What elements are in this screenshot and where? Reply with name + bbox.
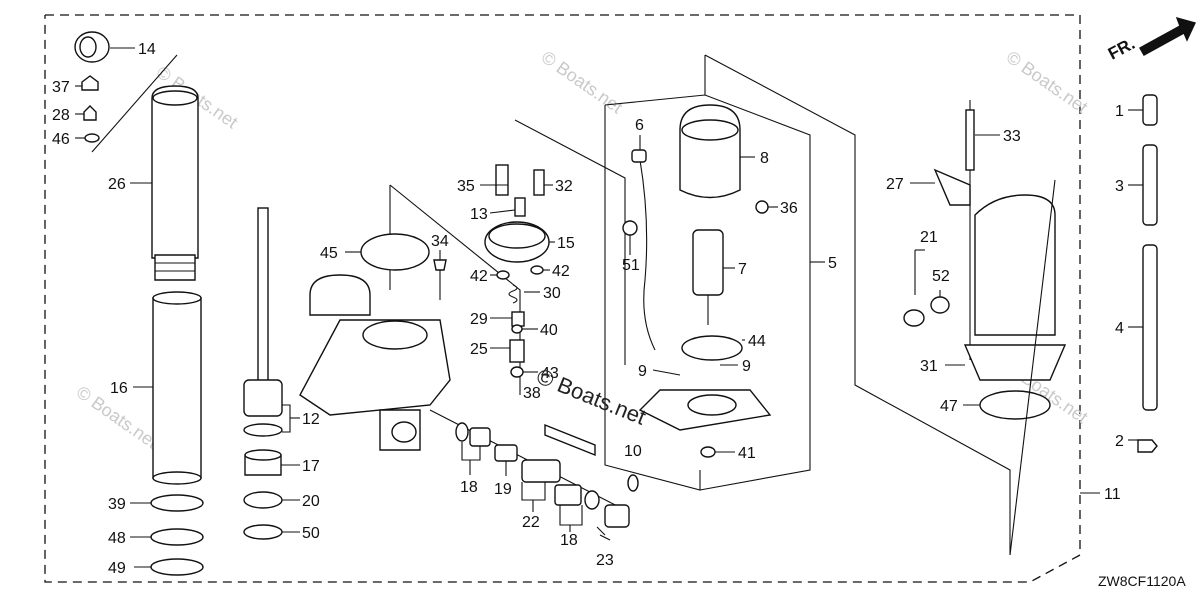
callout-42a: 42	[470, 268, 488, 285]
callout-16: 16	[110, 380, 128, 397]
callout-41: 41	[738, 445, 756, 462]
assembly-boundary	[44, 14, 1081, 583]
valve-parts-group	[429, 409, 639, 528]
callout-9a: 9	[638, 363, 647, 380]
callout-50: 50	[302, 525, 320, 542]
callout-43: 43	[541, 365, 559, 382]
callout-9b: 9	[742, 358, 751, 375]
ram-cylinder-group	[74, 31, 204, 576]
callout-19: 19	[494, 481, 512, 498]
callout-47: 47	[940, 398, 958, 415]
callout-18a: 18	[460, 479, 478, 496]
callout-3: 3	[1115, 178, 1124, 195]
callout-36: 36	[780, 200, 798, 217]
callout-6: 6	[635, 117, 644, 134]
callout-26: 26	[108, 176, 126, 193]
callout-11: 11	[1104, 486, 1121, 503]
callout-42b: 42	[552, 263, 570, 280]
callout-22: 22	[522, 514, 540, 531]
reservoir-group	[903, 100, 1067, 556]
callout-20: 20	[302, 493, 320, 510]
callout-33: 33	[1003, 128, 1021, 145]
callout-21: 21	[920, 229, 938, 246]
callout-5: 5	[828, 255, 837, 272]
callout-35: 35	[457, 178, 475, 195]
callout-10: 10	[624, 443, 642, 460]
diagram-code: ZW8CF1120A	[1098, 573, 1186, 589]
callout-28: 28	[52, 107, 70, 124]
callout-8: 8	[760, 150, 769, 167]
front-direction-arrow: FR.	[1105, 16, 1196, 64]
callout-52: 52	[932, 268, 950, 285]
callout-37: 37	[52, 79, 70, 96]
callout-7: 7	[738, 261, 747, 278]
callout-25: 25	[470, 341, 488, 358]
callout-14: 14	[138, 41, 156, 58]
valve-block-group	[484, 119, 626, 378]
motor-group	[604, 54, 1011, 555]
right-parts-group	[1137, 94, 1158, 453]
callout-49: 49	[108, 560, 126, 577]
callout-38: 38	[523, 385, 541, 402]
leader-lines	[75, 47, 1143, 568]
callout-27: 27	[886, 176, 904, 193]
pump-body-group	[299, 184, 521, 451]
callout-48: 48	[108, 530, 126, 547]
piston-rod-group	[243, 207, 283, 540]
callout-40: 40	[540, 322, 558, 339]
watermark: © Boats.net	[1003, 47, 1092, 117]
callout-44: 44	[748, 333, 766, 350]
callout-31: 31	[920, 358, 938, 375]
callout-39: 39	[108, 496, 126, 513]
callout-4: 4	[1115, 320, 1124, 337]
callout-18b: 18	[560, 532, 578, 549]
center-watermark: © Boats.net	[533, 363, 649, 429]
callout-labels: 14 37 28 46 26 16 39 48 49 12 17 20 50 4…	[52, 41, 1124, 577]
callout-45: 45	[320, 245, 338, 262]
callout-13: 13	[470, 206, 488, 223]
callout-12: 12	[302, 411, 320, 428]
callout-46: 46	[52, 131, 70, 148]
callout-1: 1	[1115, 103, 1124, 120]
callout-51: 51	[622, 257, 640, 274]
callout-17: 17	[302, 458, 320, 475]
callout-29: 29	[470, 311, 488, 328]
callout-34: 34	[431, 233, 449, 250]
callout-15: 15	[557, 235, 575, 252]
callout-23: 23	[596, 552, 614, 569]
callout-2: 2	[1115, 433, 1124, 450]
callout-30: 30	[543, 285, 561, 302]
watermark: © Boats.net	[538, 47, 627, 117]
callout-32: 32	[555, 178, 573, 195]
direction-label: FR.	[1105, 34, 1138, 64]
